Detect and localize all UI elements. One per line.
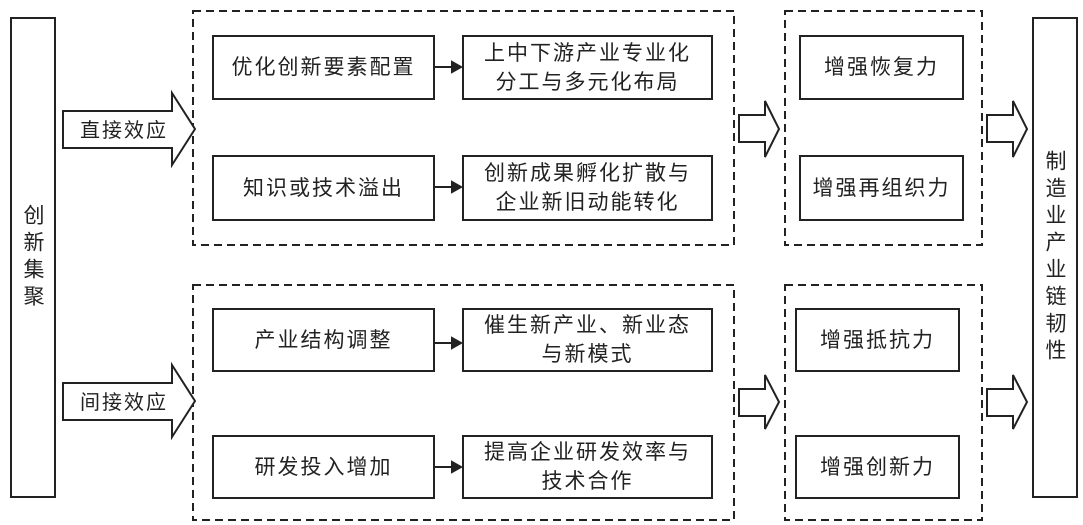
mechanism-cause-box: 知识或技术溢出 [212, 155, 435, 221]
mechanism-result-label: 催生新产业、新业态 与新模式 [484, 313, 691, 366]
outcome-label: 增强抵抗力 [820, 327, 935, 352]
mechanism-result-label: 上中下游产业专业化 分工与多元化布局 [484, 40, 691, 94]
target-box: 制造业产业链韧性 [1032, 17, 1078, 498]
direct-effect-label: 直接效应 [80, 118, 168, 142]
mechanism-result-label: 提高企业研发效率与 技术合作 [484, 440, 691, 493]
connector-arrowhead [451, 180, 464, 194]
connector-arrowhead [451, 60, 464, 74]
indirect-effect-arrow [62, 361, 197, 441]
mechanism-cause-box: 产业结构调整 [212, 308, 435, 372]
indirect-effect-label: 间接效应 [80, 390, 168, 414]
source-label: 创新集聚 [21, 203, 45, 312]
outcome-box: 增强创新力 [795, 435, 960, 499]
direct-outcome-to-target-arrow [986, 100, 1029, 158]
mechanism-result-box: 创新成果孵化扩散与 企业新旧动能转化 [462, 155, 713, 221]
indirect-to-outcome-arrow [738, 374, 781, 430]
connector-arrowhead [451, 460, 464, 474]
direct-effect-arrow [62, 89, 197, 169]
mechanism-cause-label: 产业结构调整 [254, 327, 393, 352]
outcome-label: 增强恢复力 [824, 55, 939, 79]
mechanism-cause-box: 研发投入增加 [212, 435, 435, 499]
outcome-box: 增强抵抗力 [795, 308, 960, 372]
indirect-outcome-to-target-arrow [986, 374, 1029, 430]
mechanism-cause-box: 优化创新要素配置 [212, 35, 435, 100]
mechanism-result-box: 上中下游产业专业化 分工与多元化布局 [462, 35, 713, 100]
mechanism-cause-label: 研发投入增加 [254, 454, 393, 479]
target-label: 制造业产业链韧性 [1043, 149, 1067, 366]
outcome-box: 增强再组织力 [799, 155, 964, 221]
mechanism-result-box: 催生新产业、新业态 与新模式 [462, 308, 713, 372]
indirect-outcome-group [784, 284, 983, 521]
outcome-box: 增强恢复力 [799, 35, 964, 100]
mechanism-cause-label: 知识或技术溢出 [243, 175, 404, 200]
mechanism-result-label: 创新成果孵化扩散与 企业新旧动能转化 [484, 161, 691, 214]
outcome-label: 增强再组织力 [812, 175, 951, 200]
mechanism-result-box: 提高企业研发效率与 技术合作 [462, 435, 713, 499]
mechanism-cause-label: 优化创新要素配置 [231, 55, 416, 79]
outcome-label: 增强创新力 [820, 454, 935, 479]
direct-to-outcome-arrow [738, 100, 781, 158]
direct-outcome-group [784, 10, 983, 246]
connector-arrowhead [451, 336, 464, 350]
source-box: 创新集聚 [10, 17, 56, 498]
